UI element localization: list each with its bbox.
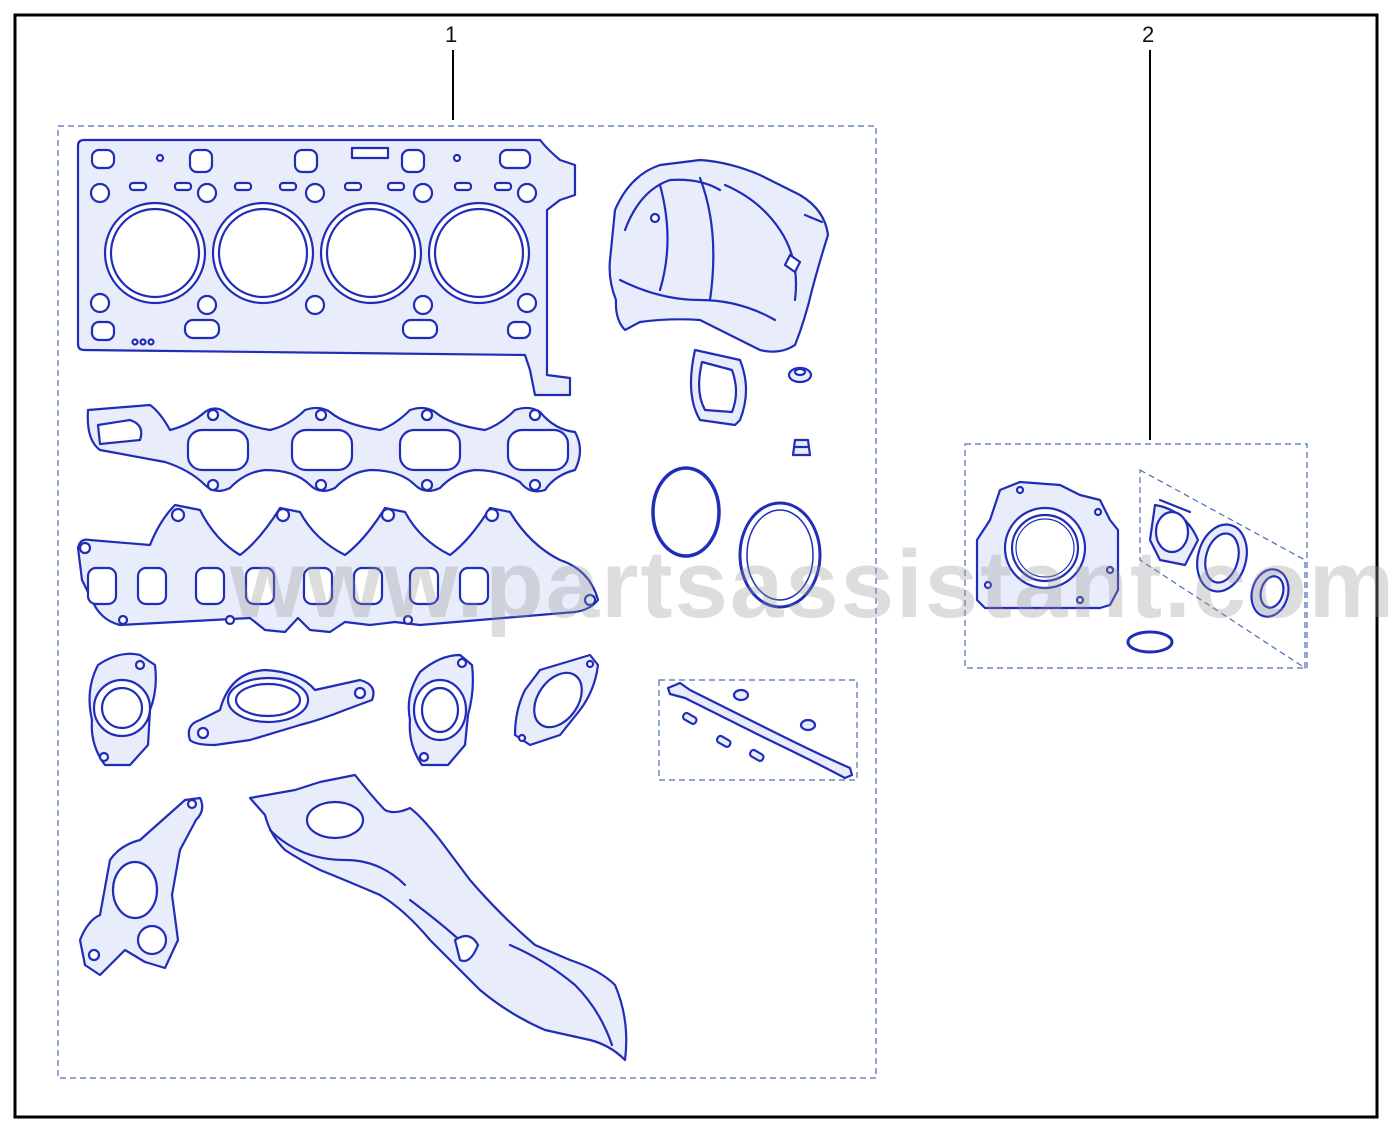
watermark-text: www.partsassistant.com — [230, 531, 1392, 638]
cylinder-head-gasket — [76, 138, 577, 397]
turbo-gasket-lower — [78, 796, 204, 977]
group-box-1 — [57, 125, 877, 1079]
o-ring-3 — [1126, 630, 1174, 654]
flange-gasket-4 — [513, 653, 600, 747]
intake-manifold-gasket — [86, 403, 582, 493]
small-seal — [791, 438, 812, 457]
flange-gasket-2 — [187, 668, 375, 747]
o-ring-2 — [738, 501, 822, 609]
heat-shield-upper — [608, 158, 830, 353]
crankshaft-seal — [1196, 523, 1248, 593]
callout-2: 2 — [1142, 22, 1155, 47]
flange-gasket-1 — [88, 652, 157, 767]
seal-kit-box — [1139, 468, 1306, 670]
seal-ring-large — [689, 348, 748, 427]
seal-sleeve — [1250, 568, 1290, 618]
group-box-2 — [964, 443, 1308, 669]
flange-gasket-3 — [407, 653, 474, 767]
seal-installer — [1148, 498, 1200, 567]
small-parts-box — [658, 679, 858, 781]
rear-main-seal-housing — [975, 480, 1120, 610]
o-ring-1 — [651, 466, 721, 558]
valve-stem-seal — [787, 366, 813, 384]
outer-frame — [13, 13, 1379, 1119]
small-parts — [666, 681, 854, 780]
exhaust-manifold-gasket — [76, 503, 600, 634]
callout-1: 1 — [445, 22, 458, 47]
heat-shield-lower — [248, 773, 628, 1062]
